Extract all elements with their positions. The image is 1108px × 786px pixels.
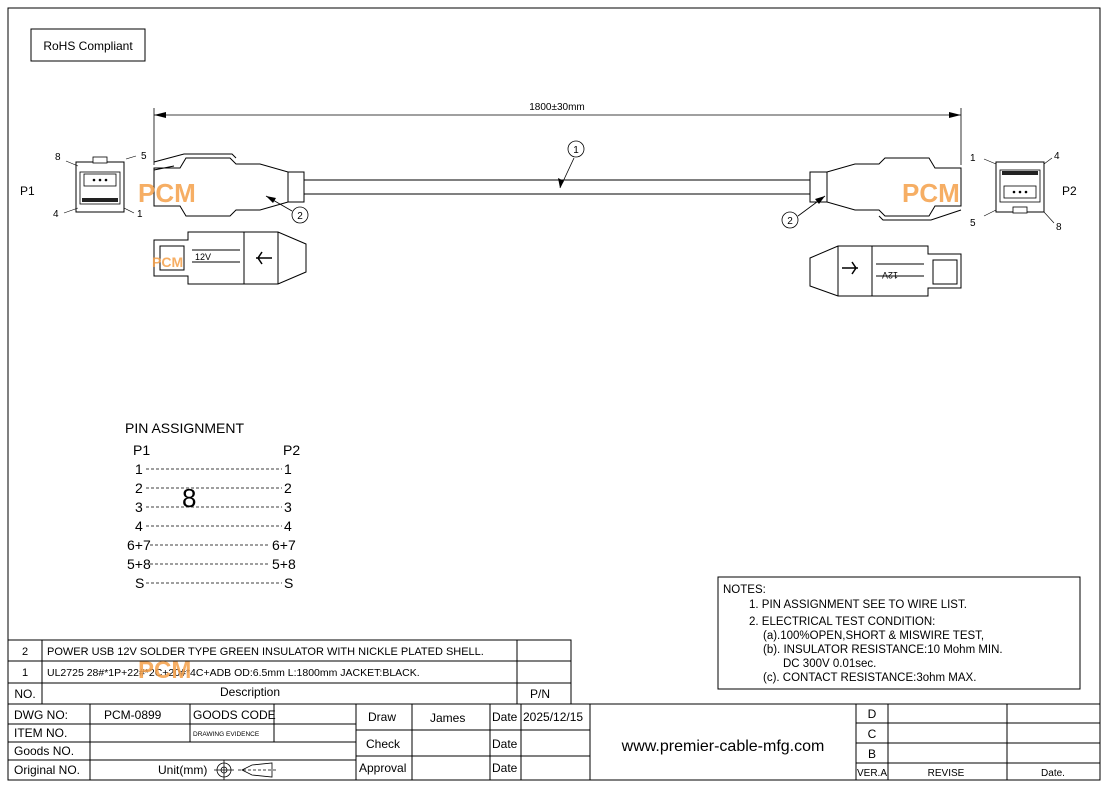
draw-date: 2025/12/15	[523, 710, 583, 724]
logo-watermark-top-left: PCM	[152, 254, 183, 270]
pin-row-right: 5+8	[272, 556, 296, 572]
p1-12v-marking: 12V	[195, 252, 211, 262]
note-line: (c). CONTACT RESISTANCE:3ohm MAX.	[763, 672, 976, 684]
pin-row-left: 1	[135, 461, 143, 477]
pin-row-left: 5+8	[127, 556, 151, 572]
p2-connector-side	[809, 157, 962, 221]
rohs-badge: RoHS Compliant	[30, 28, 146, 62]
p2-pin-4: 4	[1054, 151, 1060, 162]
original-no-label: Original NO.	[14, 763, 80, 777]
item-no-label: ITEM NO.	[14, 726, 67, 740]
p1-connector-side	[153, 153, 305, 217]
pin-row-left: 6+7	[127, 537, 151, 553]
pin-row-left: 3	[135, 499, 143, 515]
revise-label: REVISE	[928, 768, 965, 779]
pin-assignment-rows: 1 1 2 2 3 3 4 4 6+7 6+7 5+8 5+8S S	[127, 461, 296, 591]
bom-head-pn: P/N	[530, 687, 550, 701]
pin-row-right: 4	[284, 518, 292, 534]
balloon-connector-left: 2	[265, 195, 309, 224]
p2-12v-marking: 12V	[882, 270, 898, 280]
twisted-pair-mark: 8	[182, 483, 196, 513]
check-label: Check	[366, 737, 401, 751]
bom-head-no: NO.	[14, 687, 35, 701]
pin-assignment-head-p2: P2	[283, 442, 300, 458]
note-line: (b). INSULATOR RESISTANCE:10 Mohm MIN.	[763, 644, 1003, 656]
notes-box: NOTES: 1. PIN ASSIGNMENT SEE TO WIRE LIS…	[717, 576, 1081, 690]
p2-pin-8: 8	[1056, 222, 1062, 233]
pin-row-left: 2	[135, 480, 143, 496]
draw-date-label: Date	[492, 710, 518, 724]
p1-connector-top	[153, 231, 307, 285]
pin-assignment-head-p1: P1	[133, 442, 150, 458]
balloon-connector-right: 2	[781, 195, 826, 229]
bom-row-no: 2	[22, 646, 28, 658]
p2-label: P2	[1062, 184, 1077, 198]
pin-row-right: 3	[284, 499, 292, 515]
pin-row-right: 6+7	[272, 537, 296, 553]
p1-pin-4: 4	[53, 209, 59, 220]
bom-row-desc: UL2725 28#*1P+22#*2C+20#*4C+ADB OD:6.5mm…	[47, 667, 420, 679]
pin-row-left: S	[135, 575, 144, 591]
check-date-label: Date	[492, 737, 518, 751]
p2-face-view	[983, 157, 1055, 224]
company-website: www.premier-cable-mfg.com	[621, 738, 825, 755]
date-col-label: Date.	[1041, 768, 1065, 779]
title-block	[8, 703, 1100, 780]
logo-watermark-left: PCM	[138, 178, 196, 208]
bom-head-desc: Description	[220, 685, 280, 699]
goods-no-label: Goods NO.	[14, 744, 74, 758]
pin-row-right: S	[284, 575, 293, 591]
pin-assignment-title: PIN ASSIGNMENT	[125, 420, 244, 436]
unit-label: Unit(mm)	[158, 763, 207, 777]
dwg-no-value: PCM-0899	[104, 708, 162, 722]
logo-watermark-bom: PCM	[138, 657, 191, 684]
p1-pin-8: 8	[55, 152, 61, 163]
logo-watermark-right: PCM	[902, 178, 960, 208]
length-dimension-label: 1800±30mm	[529, 102, 585, 113]
p2-pin-5: 5	[970, 218, 976, 229]
p1-label: P1	[20, 184, 35, 198]
draw-label: Draw	[368, 710, 396, 724]
notes-title: NOTES:	[723, 584, 766, 596]
bom-row-no: 1	[22, 667, 28, 679]
balloon-2-right-text: 2	[787, 216, 793, 227]
p2-pin-1: 1	[970, 153, 976, 164]
p2-connector-top	[809, 245, 962, 297]
balloon-2-left-text: 2	[297, 211, 303, 222]
note-line: (a).100%OPEN,SHORT & MISWIRE TEST,	[763, 630, 984, 642]
ver-label: VER.A	[857, 768, 887, 779]
bom-row-desc: POWER USB 12V SOLDER TYPE GREEN INSULATO…	[47, 646, 484, 658]
projection-symbol-icon	[214, 760, 276, 780]
approval-date-label: Date	[492, 761, 518, 775]
note-line: 1. PIN ASSIGNMENT SEE TO WIRE LIST.	[749, 599, 967, 611]
balloon-cable: 1	[558, 140, 585, 189]
pin-row-left: 4	[135, 518, 143, 534]
rev-letter: D	[868, 707, 877, 721]
rev-letter: C	[868, 727, 877, 741]
p1-face-view	[63, 155, 137, 214]
rohs-text: RoHS Compliant	[43, 39, 133, 53]
rev-letter: B	[868, 747, 876, 761]
approval-label: Approval	[359, 761, 406, 775]
p1-pin-5: 5	[141, 151, 147, 162]
note-line: DC 300V 0.01sec.	[783, 658, 876, 670]
goods-code-label: GOODS CODE	[193, 708, 276, 722]
note-line: 2. ELECTRICAL TEST CONDITION:	[749, 616, 935, 628]
sheet-border	[7, 7, 1101, 781]
cable	[304, 179, 810, 195]
pin-row-right: 2	[284, 480, 292, 496]
dwg-no-label: DWG NO:	[14, 708, 68, 722]
pin-row-right: 1	[284, 461, 292, 477]
draw-name: James	[430, 711, 465, 725]
drawing-evidence-label: DRAWING EVIDENCE	[193, 731, 260, 738]
length-dimension: 1800±30mm	[153, 102, 962, 165]
p1-pin-1: 1	[137, 209, 143, 220]
balloon-1-text: 1	[573, 145, 579, 156]
